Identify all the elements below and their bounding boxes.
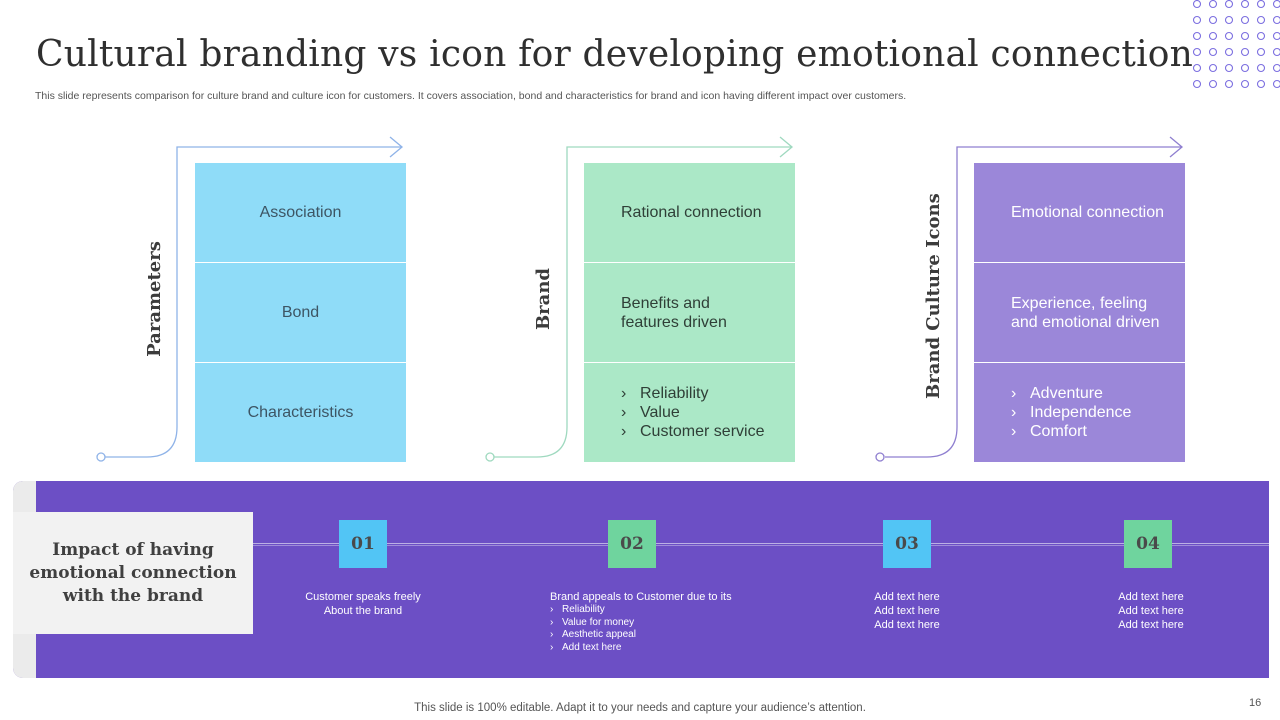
brand-culture-icons-label: Brand Culture Icons xyxy=(923,193,944,399)
brand-frame-arrow xyxy=(779,136,794,158)
icons-cell-characteristics: Adventure Independence Comfort xyxy=(974,363,1185,462)
icons-cell-experience: Experience, feeling and emotional driven xyxy=(974,263,1185,362)
cell-text: Characteristics xyxy=(247,403,354,421)
list-item: Customer service xyxy=(621,422,764,441)
brand-label: Brand xyxy=(533,267,554,331)
dot-grid-decoration xyxy=(1192,0,1280,89)
step-03-text: Add text here Add text here Add text her… xyxy=(847,590,967,632)
brand-frame-line xyxy=(494,146,792,458)
cell-text: Emotional connection xyxy=(1011,204,1164,221)
impact-title: Impact of having emotional connection wi… xyxy=(29,539,237,606)
list-item: Aesthetic appeal xyxy=(550,629,770,642)
step-number-03: 03 xyxy=(883,520,931,568)
icons-cell-emotional: Emotional connection xyxy=(974,163,1185,262)
list-item: Add text here xyxy=(550,642,770,655)
list-item: Value for money xyxy=(550,617,770,630)
parameters-cell-association: Association xyxy=(195,163,406,262)
step-number-text: 01 xyxy=(351,534,375,554)
timeline-line xyxy=(253,543,1269,546)
slide-title: Cultural branding vs icon for developing… xyxy=(36,34,1194,75)
icons-frame-dot xyxy=(875,452,885,462)
step-02-bullets: Reliability Value for money Aesthetic ap… xyxy=(550,604,770,654)
step-line: Add text here xyxy=(1118,619,1184,631)
icons-frame-arrow xyxy=(1169,136,1184,158)
icons-frame-line xyxy=(885,146,1182,458)
brand-bullet-list: Reliability Value Customer service xyxy=(621,384,764,441)
cell-text: Association xyxy=(259,203,342,221)
step-line: Add text here xyxy=(874,619,940,631)
step-line: Add text here xyxy=(1118,591,1184,603)
step-line: Add text here xyxy=(1118,605,1184,617)
cell-text: Benefits and features driven xyxy=(621,294,727,331)
impact-title-box: Impact of having emotional connection wi… xyxy=(13,512,253,634)
list-item: Comfort xyxy=(1011,422,1131,441)
step-01-text: Customer speaks freely About the brand xyxy=(293,590,433,618)
list-item: Independence xyxy=(1011,403,1131,422)
parameters-frame-arrow xyxy=(389,136,404,158)
step-number-04: 04 xyxy=(1124,520,1172,568)
parameters-frame-dot xyxy=(96,452,106,462)
cell-text: Bond xyxy=(281,303,320,321)
step-number-text: 04 xyxy=(1136,534,1160,554)
footer-note: This slide is 100% editable. Adapt it to… xyxy=(414,702,866,714)
connector-frames xyxy=(96,136,1184,462)
parameters-frame-line xyxy=(105,146,402,458)
step-number-01: 01 xyxy=(339,520,387,568)
step-line: Add text here xyxy=(874,605,940,617)
cell-text: Rational connection xyxy=(621,204,762,221)
step-line: Add text here xyxy=(874,591,940,603)
parameters-label: Parameters xyxy=(144,241,165,357)
step-text: Brand appeals to Customer due to its xyxy=(550,591,732,603)
step-text: Customer speaks freely About the brand xyxy=(305,591,421,617)
list-item: Adventure xyxy=(1011,384,1131,403)
list-item: Reliability xyxy=(550,604,770,617)
parameters-cell-bond: Bond xyxy=(195,263,406,362)
icons-bullet-list: Adventure Independence Comfort xyxy=(1011,384,1131,441)
step-04-text: Add text here Add text here Add text her… xyxy=(1091,590,1211,632)
list-item: Value xyxy=(621,403,764,422)
step-number-text: 02 xyxy=(620,534,644,554)
step-02-text: Brand appeals to Customer due to its Rel… xyxy=(550,590,770,654)
brand-cell-rational: Rational connection xyxy=(584,163,795,262)
cell-text: Experience, feeling and emotional driven xyxy=(1011,294,1160,331)
brand-cell-benefits: Benefits and features driven xyxy=(584,263,795,362)
brand-frame-dot xyxy=(485,452,495,462)
parameters-cell-characteristics: Characteristics xyxy=(195,363,406,462)
page-number: 16 xyxy=(1249,697,1262,709)
step-number-02: 02 xyxy=(608,520,656,568)
step-number-text: 03 xyxy=(895,534,919,554)
list-item: Reliability xyxy=(621,384,764,403)
slide-subtitle: This slide represents comparison for cul… xyxy=(35,90,907,102)
brand-cell-characteristics: Reliability Value Customer service xyxy=(584,363,795,462)
